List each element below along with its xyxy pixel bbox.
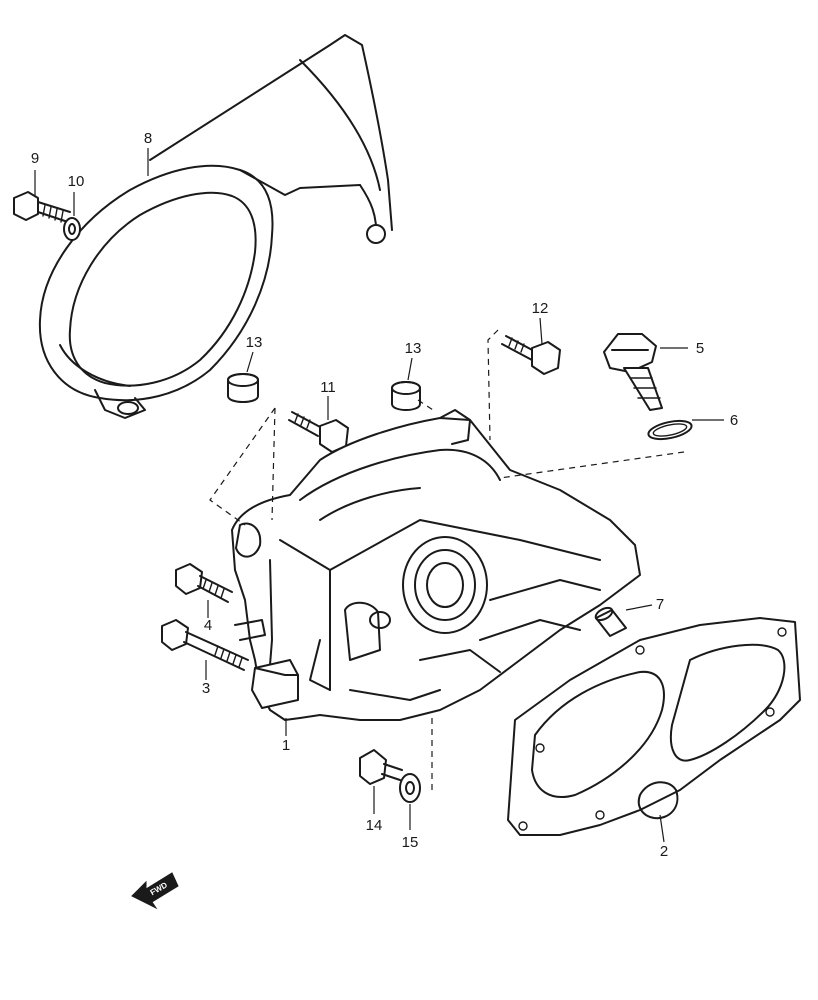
- callout-13-left: 13: [246, 334, 263, 351]
- callout-5: 5: [696, 340, 704, 357]
- part-6-o-ring: [647, 419, 693, 441]
- forward-arrow-icon: FWD: [131, 872, 179, 910]
- part-4-bolt: [175, 563, 233, 603]
- part-9-bolt: [13, 191, 71, 223]
- callout-15: 15: [402, 834, 419, 851]
- part-8-side-cover: [38, 34, 393, 419]
- callout-8: 8: [144, 130, 152, 147]
- callout-10: 10: [68, 173, 85, 190]
- part-10-washer: [63, 217, 81, 241]
- callout-7: 7: [656, 596, 664, 613]
- leader-lines: [34, 148, 724, 843]
- callout-12: 12: [532, 300, 549, 317]
- callout-11: 11: [320, 379, 336, 396]
- part-3-bolt: [161, 619, 249, 671]
- part-7-dowel-pin: [594, 606, 627, 637]
- part-1-crankcase: [231, 409, 641, 721]
- part-12-bolt: [501, 335, 561, 375]
- callout-14: 14: [366, 817, 383, 834]
- part-13-dowel-right: [391, 381, 421, 411]
- part-11-bolt: [288, 411, 349, 453]
- callout-6: 6: [730, 412, 738, 429]
- callout-4: 4: [204, 617, 212, 634]
- callout-1: 1: [282, 737, 290, 754]
- part-14-bolt: [359, 749, 403, 785]
- callout-2: 2: [660, 843, 668, 860]
- callout-3: 3: [202, 680, 210, 697]
- part-2-gasket: [507, 617, 801, 836]
- part-15-washer: [399, 773, 421, 803]
- callout-9: 9: [31, 150, 39, 167]
- assembly-lines: [209, 329, 685, 790]
- part-13-dowel-left: [227, 373, 259, 403]
- callout-13-right: 13: [405, 340, 422, 357]
- part-5-filler-plug: [603, 333, 663, 411]
